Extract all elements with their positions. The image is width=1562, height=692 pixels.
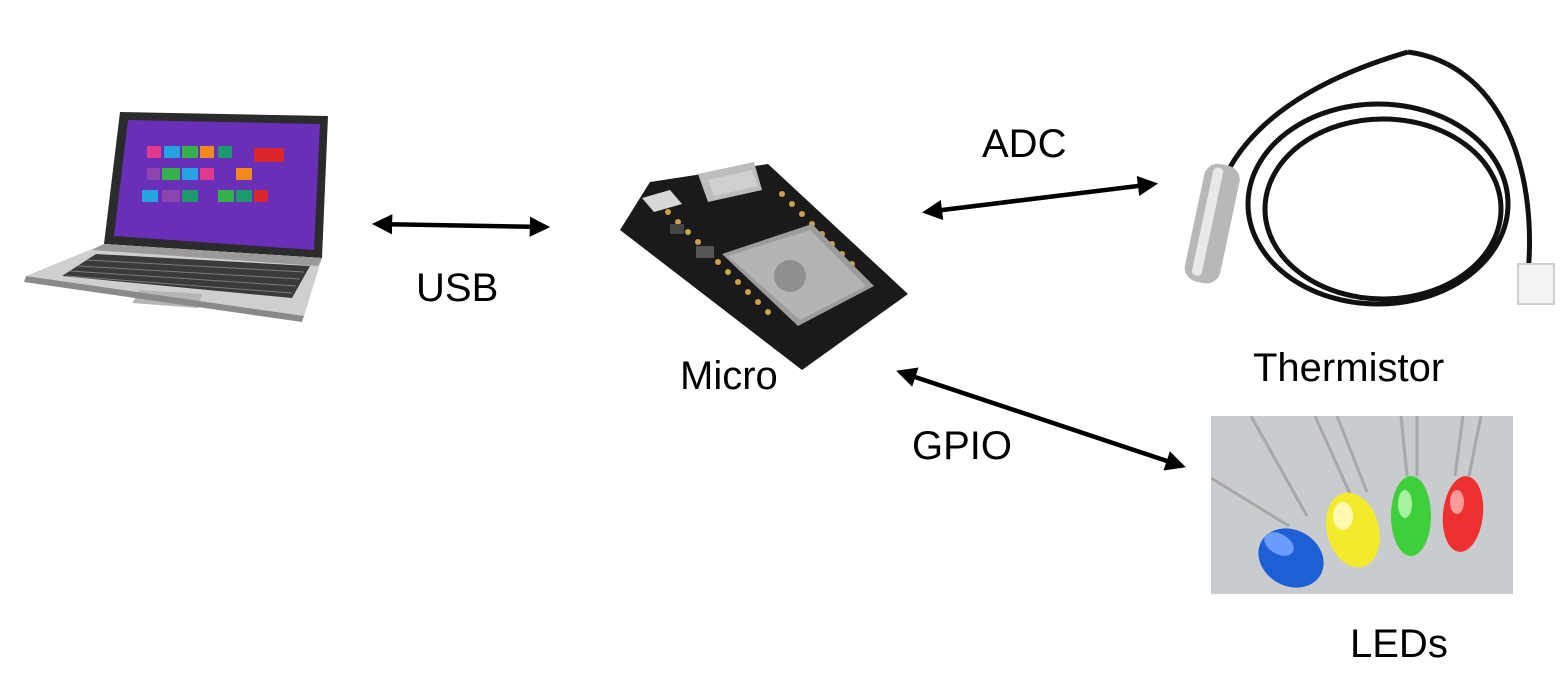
microcontroller-board-icon	[612, 154, 912, 376]
usb-label: USB	[416, 266, 499, 310]
laptop-icon	[22, 108, 332, 322]
gpio-arrow	[896, 367, 1186, 471]
adc-arrow	[921, 175, 1159, 221]
usb-arrow	[371, 214, 551, 237]
adc-label: ADC	[982, 122, 1067, 166]
gpio-label: GPIO	[912, 424, 1013, 468]
thermistor-label: Thermistor	[1253, 346, 1445, 390]
micro-label: Micro	[680, 354, 778, 398]
leds-label: LEDs	[1350, 622, 1448, 666]
led-bulbs-icon	[1211, 416, 1513, 594]
thermistor-probe-icon	[1168, 44, 1558, 310]
